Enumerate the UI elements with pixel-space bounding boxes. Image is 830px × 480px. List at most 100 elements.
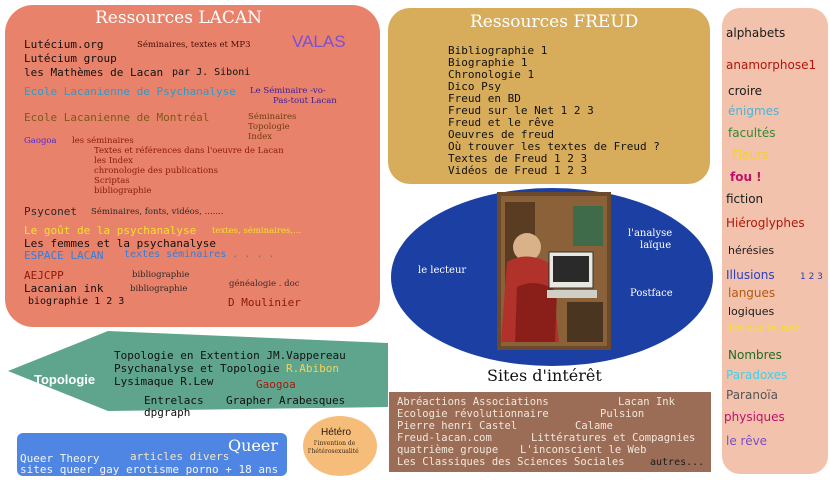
freud-item-chronologie[interactable]: Chronologie 1 (448, 68, 535, 81)
freud-item-bibliographie[interactable]: Bibliographie 1 (448, 44, 548, 57)
theme-heresies-link[interactable]: hérésies (728, 244, 775, 257)
queer-articles-link[interactable]: articles divers (130, 450, 230, 463)
themes-panel (722, 8, 828, 474)
freud-item-textes[interactable]: Textes de Freud 1 2 3 (448, 152, 588, 165)
theme-enigmes-link[interactable]: énigmes (728, 104, 780, 118)
gout-desc[interactable]: textes, séminaires,... (212, 226, 302, 236)
theme-nombres-link[interactable]: Nombres (728, 348, 782, 362)
interet-lacan-ink-link[interactable]: Lacan Ink (618, 396, 675, 408)
hetero-title[interactable]: Hétéro (321, 427, 352, 438)
interet-autres-link[interactable]: autres... (650, 457, 705, 468)
freud-item-reve[interactable]: Freud et le rêve (448, 116, 554, 129)
theme-facultes-link[interactable]: facultés (728, 126, 776, 140)
interet-litteratures-link[interactable]: Littératures et Compagnies (531, 432, 696, 444)
freud-item-biographie[interactable]: Biographie 1 (448, 56, 528, 69)
analyse-laique-link-line1[interactable]: l'analyse (628, 228, 673, 239)
interet-ecologie-link[interactable]: Ecologie révolutionnaire (397, 408, 549, 420)
psyconet-desc[interactable]: Séminaires, fonts, vidéos, ....... (91, 207, 224, 217)
gout-psychanalyse-link[interactable]: Le goût de la psychanalyse (24, 224, 197, 237)
interet-calame-link[interactable]: Calame (575, 420, 613, 432)
hetero-line1: l'invention de (314, 440, 356, 447)
topologie-vappereau-link[interactable]: Topologie en Extention JM.Vappereau (114, 349, 346, 362)
psyconet-link[interactable]: Psyconet (24, 205, 77, 218)
lacanian-ink-link[interactable]: Lacanian ink (24, 282, 104, 295)
aejcpp-link[interactable]: AEJCPP (24, 269, 64, 282)
reader-painting-image[interactable] (497, 192, 611, 350)
aejcpp-bibliographie-link[interactable]: bibliographie (132, 270, 190, 280)
gaogoa-index-link[interactable]: les Index (94, 156, 133, 166)
theme-fiction-link[interactable]: fiction (726, 192, 764, 206)
gaogoa-bibliographie-link[interactable]: bibliographie (94, 186, 152, 196)
seminaire-vo-link[interactable]: Le Séminaire -vo- (250, 86, 326, 96)
lutecium-org-desc[interactable]: Séminaires, textes et MP3 (137, 40, 251, 50)
theme-illusions-numbers[interactable]: 1 2 3 (800, 272, 823, 282)
lutecium-org-link[interactable]: Lutécium.org (24, 38, 104, 51)
queer-sites-link[interactable]: sites queer gay erotisme porno + 18 ans (20, 463, 279, 476)
pas-tout-link[interactable]: Pas-tout Lacan (273, 96, 337, 106)
topologie-psychanalyse-link[interactable]: Psychanalyse et Topologie (114, 362, 280, 375)
freud-item-videos[interactable]: Vidéos de Freud 1 2 3 (448, 164, 588, 177)
theme-langues-link[interactable]: langues (728, 286, 776, 300)
lacanian-bibliographie-link[interactable]: bibliographie (130, 284, 188, 294)
genealogie-link[interactable]: généalogie . doc (229, 279, 300, 289)
hetero-circle[interactable] (303, 416, 377, 476)
lutecium-group-link[interactable]: Lutécium group (24, 52, 117, 65)
theme-fleurs-link[interactable]: Fleurs (732, 148, 769, 162)
theme-anamorphose-link[interactable]: anamorphose1 (726, 58, 817, 72)
topologie-gaogoa-link[interactable]: Gaogoa (256, 378, 296, 391)
gaogoa-seminaires-link[interactable]: les séminaires (72, 136, 134, 146)
interet-freud-lacan-link[interactable]: Freud-lacan.com (397, 432, 492, 444)
theme-lire-net-link[interactable]: lire sur le net (726, 322, 799, 335)
freud-item-net[interactable]: Freud sur le Net 1 2 3 (448, 104, 594, 117)
mathemes-author: par J. Siboni (172, 67, 251, 78)
interet-castel-link[interactable]: Pierre henri Castel (397, 420, 518, 432)
theme-physiques-link[interactable]: physiques (724, 410, 785, 424)
gaogoa-textes-link[interactable]: Textes et références dans l'oeuvre de La… (94, 146, 284, 156)
theme-paranoia-link[interactable]: Paranoïa (726, 388, 778, 402)
postface-link[interactable]: Postface (630, 288, 673, 299)
freud-item-bd[interactable]: Freud en BD (448, 92, 521, 105)
ecole-montreal-link[interactable]: Ecole Lacanienne de Montréal (24, 111, 210, 124)
analyse-laique-link-line2[interactable]: laïque (640, 240, 672, 251)
topologie-lysimaque-link[interactable]: Lysimaque R.Lew (114, 375, 214, 388)
montreal-topologie-link[interactable]: Topologie (248, 122, 290, 132)
interet-pulsion-link[interactable]: Pulsion (600, 408, 645, 420)
topologie-entrelacs-link[interactable]: Entrelacs (144, 394, 204, 407)
freud-item-ou-trouver[interactable]: Où trouver les textes de Freud ? (448, 140, 660, 153)
theme-croire-link[interactable]: croire (728, 84, 762, 98)
theme-reve-link[interactable]: le rêve (726, 434, 768, 448)
theme-fou-link[interactable]: fou ! (730, 170, 762, 184)
theme-hieroglyphes-link[interactable]: Hiéroglyphes (726, 216, 805, 230)
mathemes-link[interactable]: les Mathèmes de Lacan (24, 66, 164, 79)
interet-classiques-link[interactable]: Les Classiques des Sciences Sociales (397, 456, 625, 468)
gaogoa-chronologie-link[interactable]: chronologie des publications (94, 166, 218, 176)
interet-abreactions-link[interactable]: Abréactions Associations (397, 396, 549, 408)
topologie-abibon-link[interactable]: R.Abibon (286, 362, 339, 375)
femmes-psychanalyse-link[interactable]: Les femmes et la psychanalyse (24, 237, 217, 250)
queer-theory-link[interactable]: Queer Theory (20, 452, 100, 465)
interet-quatrieme-link[interactable]: quatrième groupe (397, 444, 499, 456)
espace-lacan-link[interactable]: ESPACE LACAN (24, 249, 104, 262)
theme-alphabets-link[interactable]: alphabets (726, 26, 786, 40)
montreal-seminaires-link[interactable]: Séminaires (248, 112, 297, 122)
montreal-index-link[interactable]: Index (248, 132, 273, 142)
hetero-line2: l'hétérosexualité (308, 448, 359, 455)
biographie-links[interactable]: biographie 1 2 3 (28, 296, 125, 307)
interet-inconscient-link[interactable]: L'inconscient le Web (520, 444, 647, 456)
freud-item-oeuvres[interactable]: Oeuvres de freud (448, 128, 554, 141)
theme-logiques-link[interactable]: logiques (728, 305, 775, 318)
espace-lacan-desc[interactable]: textes séminaires . . . . (124, 249, 275, 260)
theme-paradoxes-link[interactable]: Paradoxes (726, 368, 788, 382)
freud-item-dico-psy[interactable]: Dico Psy (448, 80, 501, 93)
gaogoa-scriptas-link[interactable]: Scriptas (94, 176, 130, 186)
theme-illusions-link[interactable]: Illusions (726, 268, 775, 282)
valas-link[interactable]: VALAS (292, 32, 346, 51)
gaogoa-link[interactable]: Gaogoa (24, 136, 57, 146)
topologie-grapher-link[interactable]: Grapher Arabesques (226, 394, 346, 407)
topologie-label[interactable]: Topologie (34, 372, 96, 387)
lecteur-link[interactable]: le lecteur (418, 265, 467, 276)
sites-interet-title: Sites d'intérêt (487, 366, 602, 385)
ecole-psychanalyse-link[interactable]: Ecole Lacanienne de Psychanalyse (24, 85, 236, 98)
topologie-dpgraph-link[interactable]: dpgraph (144, 406, 191, 419)
moulinier-link[interactable]: D Moulinier (228, 296, 301, 309)
